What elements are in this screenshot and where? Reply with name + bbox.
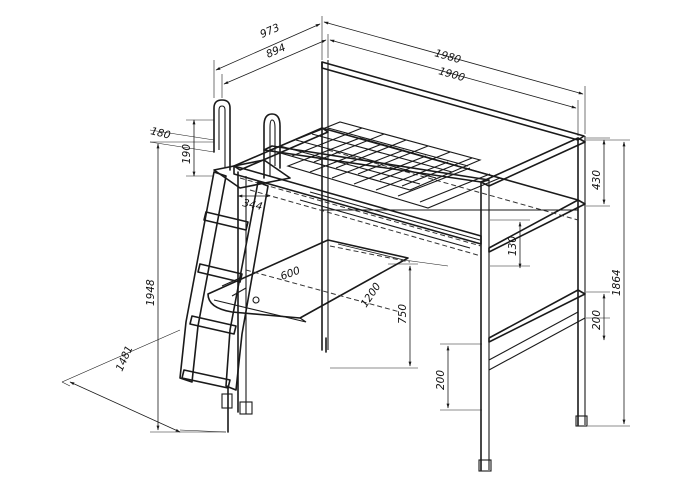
ladder-hoop-left: [213, 99, 231, 171]
dim-ladder-hook: 180: [149, 125, 172, 142]
ladder: [179, 99, 269, 433]
guard-hoop-right: [263, 113, 281, 179]
dim-inner-length: 1900: [437, 65, 466, 84]
slat-grid: [268, 121, 502, 249]
ladder-rung: [189, 315, 237, 335]
dim-desk-width: 600: [279, 265, 302, 283]
ladder-left-rail: [179, 171, 227, 383]
dim-desk-height: 750: [397, 304, 409, 324]
desk: [207, 239, 411, 323]
dim-mattress-height: 130: [507, 236, 519, 256]
dim-total-height: 1948: [145, 279, 157, 306]
dim-ladder-base: 1481: [114, 344, 136, 373]
ladder-rung: [181, 369, 231, 389]
dim-guard-height: 190: [181, 144, 193, 164]
front-side-rail: [233, 165, 482, 245]
dim-rail-height: 430: [591, 170, 603, 190]
dim-side-height: 1864: [611, 269, 623, 296]
dimension-labels: 973 894 1980 1900 180 190 430 344 130 60…: [114, 22, 623, 390]
ladder-rung: [203, 211, 249, 231]
dimension-lines: [61, 16, 630, 433]
dim-floor-rail: 200: [435, 370, 447, 390]
dim-ladder-step: 344: [241, 197, 263, 213]
ladder-right-rail: [225, 181, 269, 391]
dim-lower-rail: 200: [591, 310, 603, 330]
ladder-rung: [197, 263, 243, 283]
dim-total-depth: 973: [258, 22, 281, 41]
dim-total-length: 1980: [433, 47, 462, 66]
desk-top: [207, 239, 409, 319]
bed-frame: [213, 60, 588, 472]
dim-desk-length: 1200: [359, 281, 384, 310]
